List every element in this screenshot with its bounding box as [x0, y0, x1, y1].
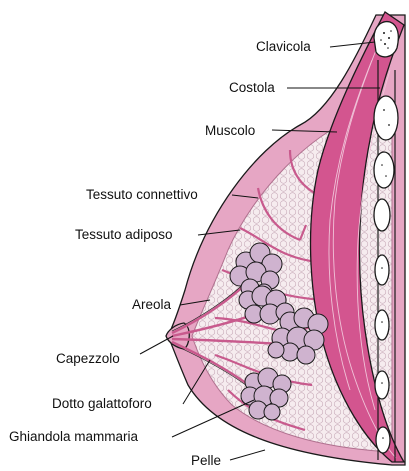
rib-6: [375, 371, 389, 399]
label-tessuto-connettivo: Tessuto connettivo: [86, 187, 198, 202]
label-clavicola: Clavicola: [256, 39, 311, 54]
leader-pelle: [230, 450, 265, 460]
rib-1: [374, 96, 398, 140]
rib-7: [376, 427, 390, 453]
label-dotto-galattoforo: Dotto galattoforo: [52, 396, 152, 411]
label-pelle: Pelle: [191, 453, 221, 468]
clavicle-bone: [374, 22, 398, 57]
rib-2: [374, 152, 394, 188]
label-ghiandola-mammaria: Ghiandola mammaria: [9, 429, 139, 444]
label-muscolo: Muscolo: [205, 123, 255, 138]
rib-3: [374, 199, 390, 231]
label-costola: Costola: [229, 80, 275, 95]
label-capezzolo: Capezzolo: [56, 351, 120, 366]
leader-capezzolo: [140, 336, 173, 354]
label-areola: Areola: [132, 297, 172, 312]
label-tessuto-adiposo: Tessuto adiposo: [75, 227, 173, 242]
rib-4: [375, 255, 389, 285]
rib-5: [375, 310, 389, 340]
